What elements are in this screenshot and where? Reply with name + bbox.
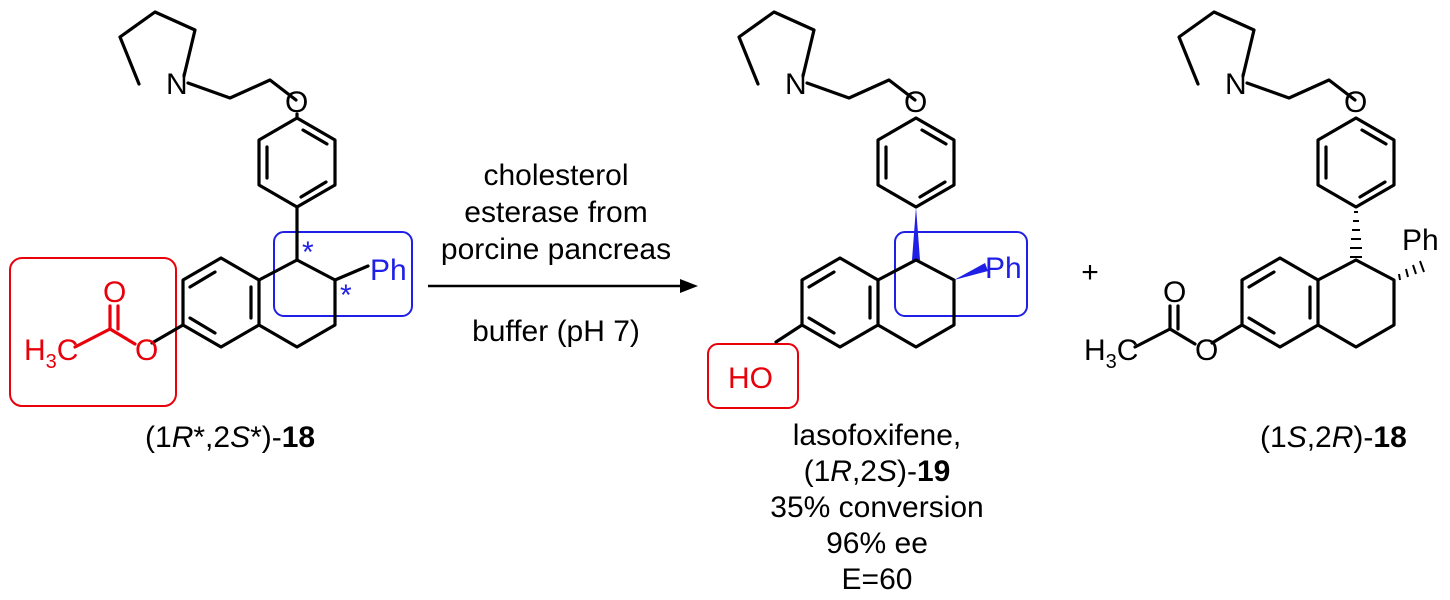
product-structure: Ph HO N O xyxy=(707,10,1028,409)
pyrrolidine-ring xyxy=(737,10,816,86)
product-stereocenter-box xyxy=(894,231,1028,317)
condition-buffer: buffer (pH 7) xyxy=(472,315,640,348)
substrate-ether-o-label: O xyxy=(285,86,308,119)
ester-o-label: O xyxy=(135,334,158,367)
substrate-structure: Ph * * O O H3C N O xyxy=(9,10,413,407)
product-ph-label: Ph xyxy=(985,252,1022,285)
c1-wedge-bond xyxy=(912,207,920,260)
product-conversion: 35% conversion xyxy=(770,491,983,524)
stereo-asterisk-1: * xyxy=(302,236,314,269)
plus-sign: + xyxy=(1081,256,1099,289)
substrate-ph-label: Ph xyxy=(370,254,407,287)
reaction-arrow xyxy=(428,279,698,293)
product-n-label: N xyxy=(785,68,807,101)
product-ee: 96% ee xyxy=(826,527,928,560)
product-ether-o-label: O xyxy=(904,86,927,119)
carbonyl-o-label: O xyxy=(103,276,126,309)
tetralin-aromatic-ring xyxy=(181,256,261,349)
ethoxy-linker xyxy=(805,78,917,102)
c2-wedge-bond xyxy=(954,263,988,280)
ethoxy-linker xyxy=(1245,78,1357,102)
product-e-value: E=60 xyxy=(842,563,913,596)
hydroxyl-highlight-box xyxy=(707,343,799,409)
c1-hashed-bond xyxy=(1350,211,1362,258)
substrate-label: (1R*,2S*)-18 xyxy=(145,421,315,454)
c2-hashed-bond xyxy=(1398,260,1425,281)
product-name: lasofoxifene, xyxy=(793,419,961,452)
acetate-highlight-box xyxy=(9,257,177,407)
hydroxyl-label: HO xyxy=(728,362,773,395)
phenylene-ring xyxy=(257,116,337,209)
tetralin-aromatic-ring xyxy=(1240,256,1320,349)
ethoxy-linker xyxy=(186,78,298,102)
recovered-label: (1S,2R)-18 xyxy=(1260,421,1407,454)
recovered-ph-label: Ph xyxy=(1402,224,1439,257)
tetralin-saturated-ring xyxy=(1316,258,1396,349)
h3c-label: H3C xyxy=(24,334,78,373)
pyrrolidine-ring xyxy=(118,10,197,86)
stereocenter-highlight-box xyxy=(273,231,413,317)
stereo-asterisk-2: * xyxy=(340,279,352,312)
recovered-n-label: N xyxy=(1225,68,1247,101)
pyrrolidine-ring xyxy=(1177,10,1256,86)
c2-phenyl-bond xyxy=(333,264,370,282)
recovered-carbonyl-o-label: O xyxy=(1163,276,1186,309)
substrate-n-label: N xyxy=(166,68,188,101)
tetralin-saturated-ring xyxy=(257,258,337,349)
product-label: (1R,2S)-19 xyxy=(804,455,951,488)
condition-line-2: esterase from xyxy=(464,196,647,229)
phenylene-ring xyxy=(876,116,956,209)
tetralin-saturated-ring xyxy=(876,258,956,349)
phenylene-ring xyxy=(1316,116,1396,209)
recovered-ether-o-label: O xyxy=(1344,86,1367,119)
recovered-substrate-structure: Ph O O H3C N O xyxy=(1084,10,1439,373)
recovered-h3c-label: H3C xyxy=(1084,334,1138,373)
condition-line-1: cholesterol xyxy=(483,159,628,192)
condition-line-3: porcine pancreas xyxy=(441,233,671,266)
recovered-ester-o-label: O xyxy=(1195,334,1218,367)
aryl-o-bond xyxy=(150,323,185,345)
tetralin-aromatic-ring xyxy=(800,256,880,349)
